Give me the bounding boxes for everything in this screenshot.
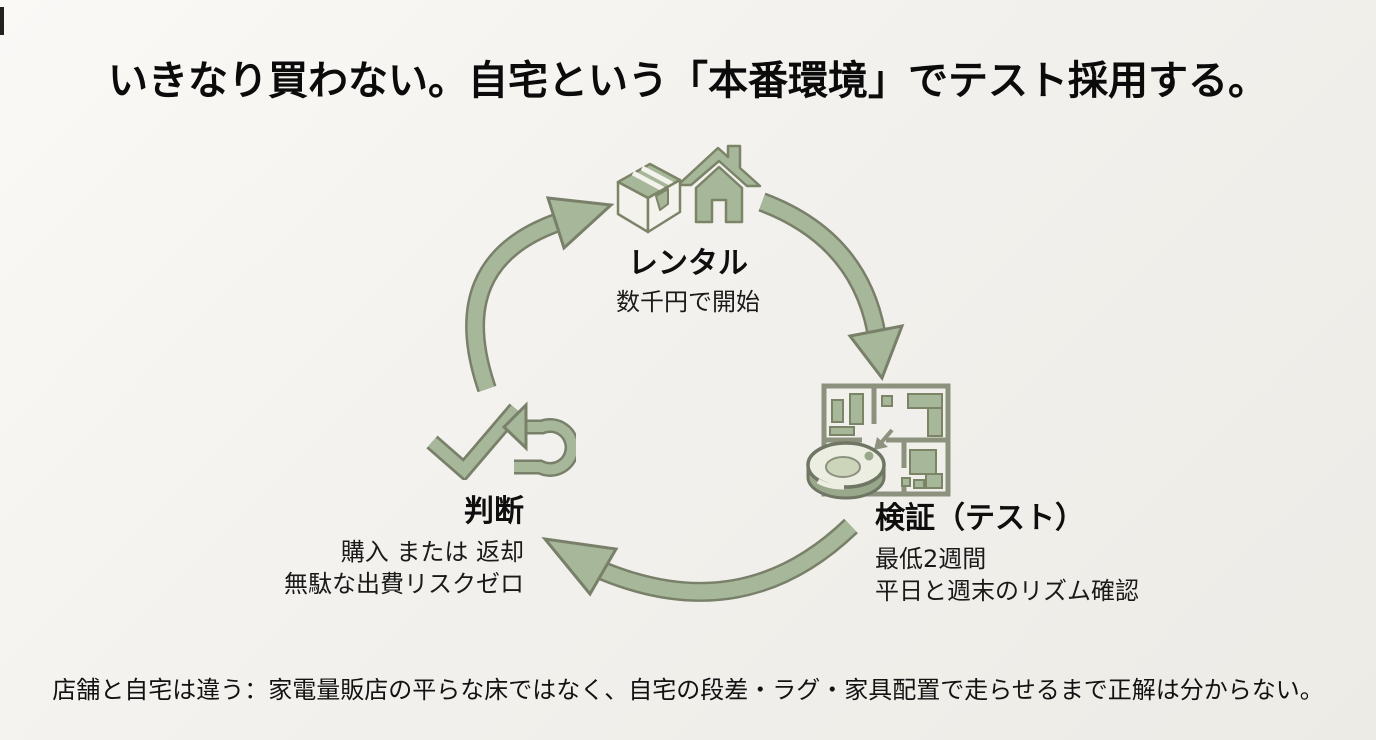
shipping-box-and-house-icon: [616, 144, 762, 234]
arrow-rental-to-test: [758, 192, 905, 382]
checkmark-icon: [426, 403, 523, 480]
decision-step-note-2: 無駄な出費リスクゼロ: [284, 570, 524, 598]
return-arrow-icon: [501, 401, 576, 477]
floorplan-with-robot-vacuum-icon: [806, 383, 951, 500]
decision-step-label: 判断: [464, 494, 524, 529]
test-step-label: 検証（テスト）: [875, 501, 1085, 536]
arrow-decision-to-rental: [465, 196, 615, 393]
edge-artifact: [0, 7, 4, 35]
rental-step-label: レンタル: [628, 246, 748, 281]
box-icon: [616, 162, 682, 234]
rental-step-note: 数千円で開始: [616, 288, 760, 316]
footer-note: 店舗と自宅は違う：家電量販店の平らな床ではなく、自宅の段差・ラグ・家具配置で走ら…: [52, 676, 1324, 704]
arrow-test-to-decision: [541, 518, 858, 602]
decision-step-note-1: 購入 または 返却: [340, 538, 524, 566]
house-icon: [676, 144, 762, 224]
floorplan-icon: [821, 383, 951, 497]
checkmark-and-return-arrow-icon: [426, 401, 576, 480]
test-step-note-2: 平日と週末のリズム確認: [875, 577, 1139, 605]
test-step-note-1: 最低2週間: [875, 545, 987, 573]
test-step-block: 検証（テスト） 最低2週間 平日と週末のリズム確認: [875, 501, 1139, 607]
robot-vacuum-icon: [806, 441, 886, 500]
page-title: いきなり買わない。自宅という「本番環境」でテスト採用する。: [108, 58, 1268, 104]
plan-entry-arrow-icon: [874, 428, 894, 450]
decision-step-block: 判断 購入 または 返却 無駄な出費リスクゼロ: [284, 494, 524, 600]
